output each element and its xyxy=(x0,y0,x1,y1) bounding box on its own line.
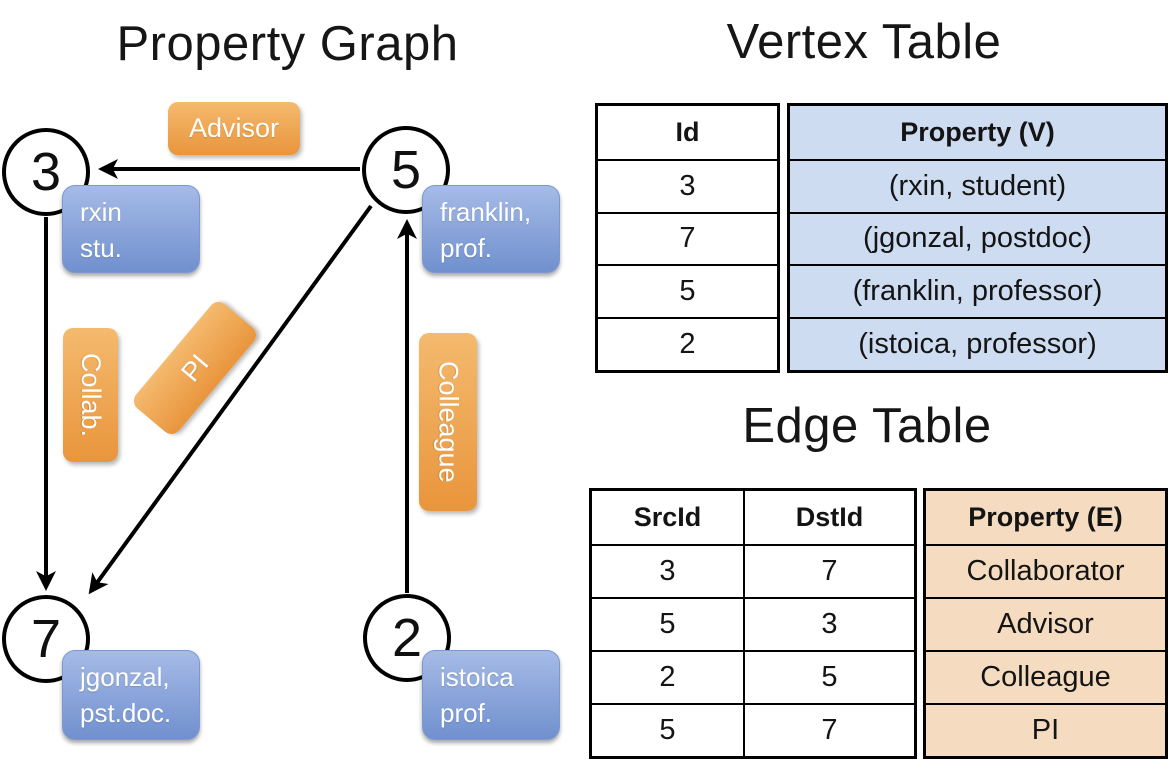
property-line: prof. xyxy=(440,233,493,264)
graph-node-2: 2 xyxy=(363,594,451,682)
edge-srcid: 2 xyxy=(659,661,676,693)
property-line: franklin, xyxy=(440,197,532,227)
table-row: 7 xyxy=(598,211,777,265)
vertex-property-header: Property (V) xyxy=(900,116,1055,147)
edge-table-id-columns: SrcId DstId 3 7 5 3 2 5 5 7 xyxy=(589,488,917,759)
node-id: 3 xyxy=(30,142,62,202)
table-header-row: Id xyxy=(598,106,777,159)
graph-node-5: 5 xyxy=(362,126,450,214)
node-id: 5 xyxy=(390,140,422,200)
edge-label-collab: Collab. xyxy=(63,328,118,462)
vertex-id-header: Id xyxy=(675,116,700,147)
table-header-row: Property (V) xyxy=(790,106,1165,159)
vertex-property: (istoica, professor) xyxy=(858,328,1097,361)
property-line: prof. xyxy=(440,698,493,729)
node-id: 2 xyxy=(391,608,423,668)
vertex-property: (rxin, student) xyxy=(888,169,1067,202)
property-line: pst.doc. xyxy=(80,698,172,729)
property-line: rxin xyxy=(80,197,122,227)
node-id: 7 xyxy=(30,609,62,669)
table-header-row: Property (E) xyxy=(926,491,1165,544)
property-line: stu. xyxy=(80,233,122,264)
vertex-property-box-2: istoica prof. xyxy=(422,650,560,740)
table-row: PI xyxy=(926,703,1165,756)
table-row: 2 5 xyxy=(592,650,914,703)
table-row: 3 7 xyxy=(592,544,914,597)
vertex-table-property-column: Property (V) (rxin, student) (jgonzal, p… xyxy=(787,103,1168,373)
edge-pi-5-to-7 xyxy=(88,204,373,595)
table-header-row: SrcId DstId xyxy=(592,491,914,544)
edge-property: Colleague xyxy=(980,661,1111,693)
graph-edges xyxy=(36,159,417,595)
property-line: istoica xyxy=(440,662,514,692)
vertex-property: (jgonzal, postdoc) xyxy=(863,222,1092,255)
table-row: Advisor xyxy=(926,597,1165,650)
edge-srcid: 5 xyxy=(659,714,676,746)
table-row: 3 xyxy=(598,158,777,212)
table-row: 2 xyxy=(598,317,777,370)
property-line: jgonzal, xyxy=(80,662,170,692)
edge-srcid: 5 xyxy=(659,608,676,640)
edge-dstid-header: DstId xyxy=(743,491,914,544)
edge-dstid: 7 xyxy=(743,546,914,597)
edge-dstid: 3 xyxy=(743,599,914,650)
edge-label-advisor: Advisor xyxy=(168,102,300,155)
property-graph-title: Property Graph xyxy=(116,17,459,71)
vertex-id: 2 xyxy=(679,328,696,361)
vertex-table-id-column: Id 3 7 5 2 xyxy=(595,103,780,373)
vertex-id: 5 xyxy=(679,275,696,308)
table-row: (jgonzal, postdoc) xyxy=(790,211,1165,265)
vertex-property-box-3: rxin stu. xyxy=(62,185,200,273)
vertex-property-box-7: jgonzal, pst.doc. xyxy=(62,650,200,740)
edge-srcid-header: SrcId xyxy=(633,502,702,532)
vertex-property: (franklin, professor) xyxy=(852,275,1103,308)
edge-property: PI xyxy=(1031,714,1060,746)
table-row: (rxin, student) xyxy=(790,158,1165,212)
edge-dstid: 5 xyxy=(743,652,914,703)
edge-dstid: 7 xyxy=(743,705,914,756)
table-row: (istoica, professor) xyxy=(790,317,1165,370)
edge-table-title: Edge Table xyxy=(742,399,992,453)
table-row: Collaborator xyxy=(926,544,1165,597)
vertex-id: 3 xyxy=(679,169,696,202)
table-row: Colleague xyxy=(926,650,1165,703)
vertex-property-box-5: franklin, prof. xyxy=(422,185,560,273)
edge-property-header: Property (E) xyxy=(968,502,1123,532)
edge-table-property-column: Property (E) Collaborator Advisor Collea… xyxy=(923,488,1168,759)
vertex-id: 7 xyxy=(679,222,696,255)
table-row: 5 xyxy=(598,264,777,317)
edge-srcid: 3 xyxy=(659,555,676,587)
table-row: 5 7 xyxy=(592,703,914,756)
edge-property: Advisor xyxy=(997,608,1094,640)
edge-label-colleague: Colleague xyxy=(419,333,477,511)
table-row: 5 3 xyxy=(592,597,914,650)
vertex-table-title: Vertex Table xyxy=(726,15,1002,69)
table-row: (franklin, professor) xyxy=(790,264,1165,317)
edge-property: Collaborator xyxy=(966,555,1125,587)
